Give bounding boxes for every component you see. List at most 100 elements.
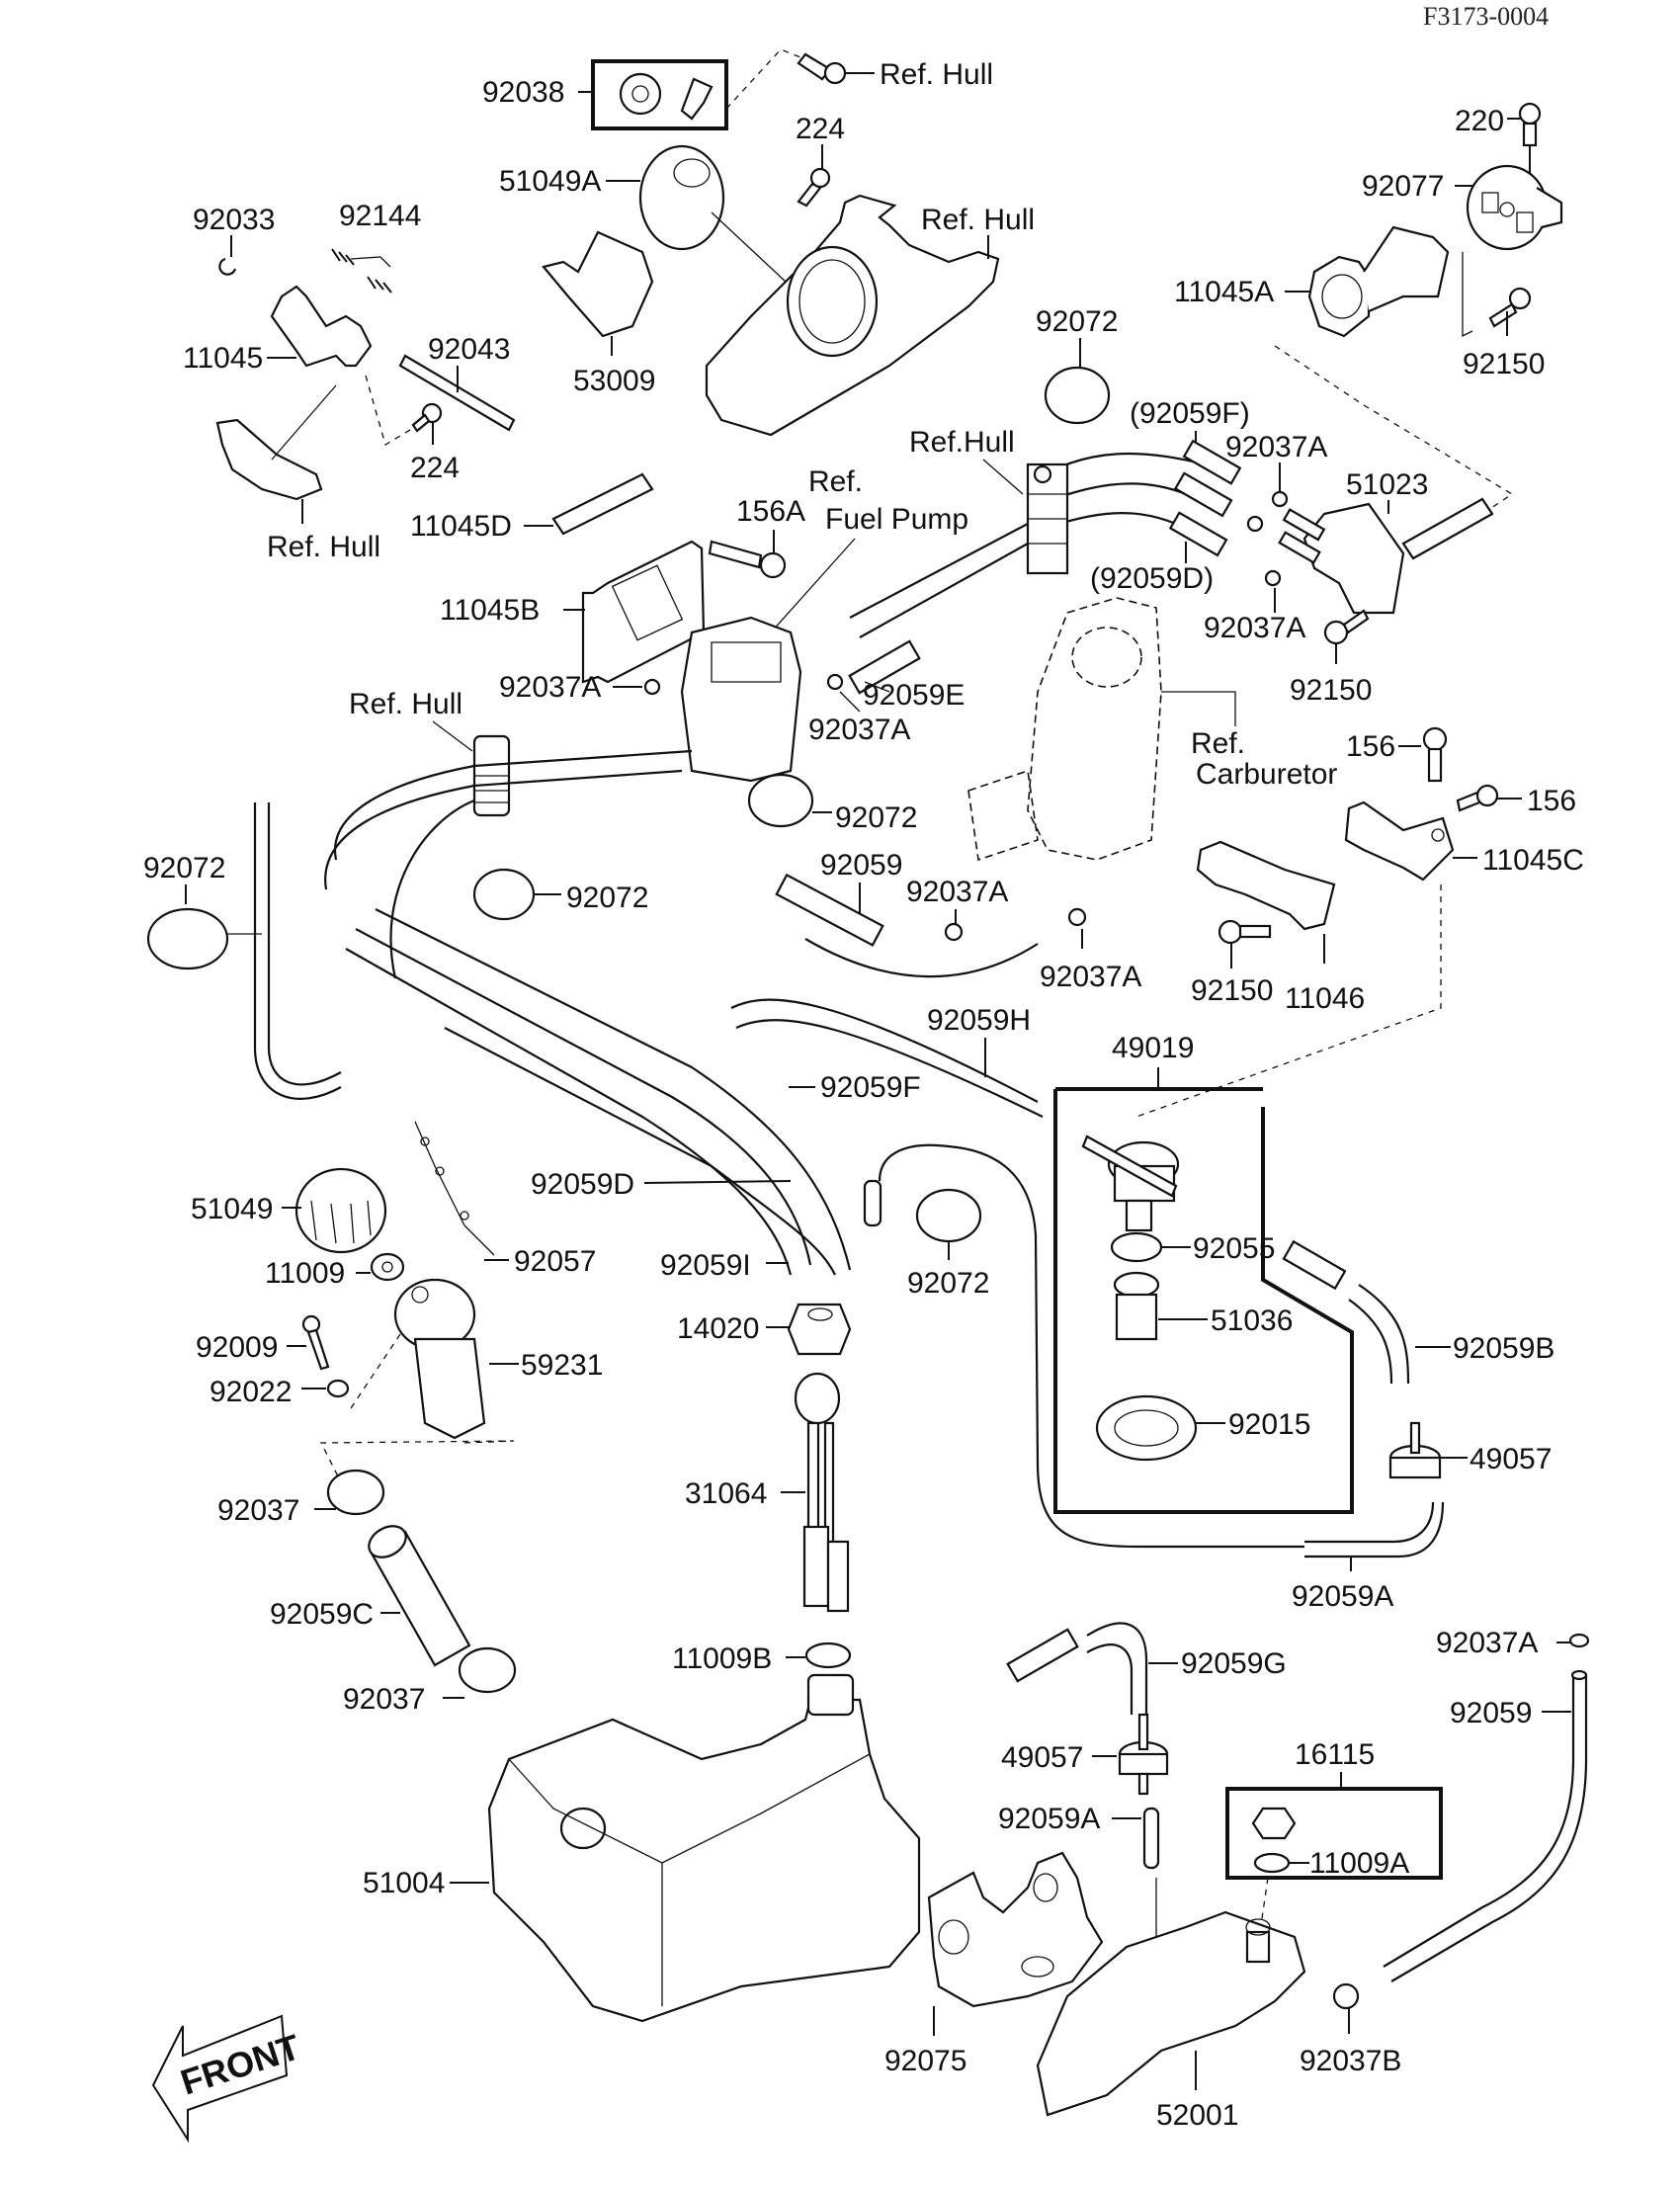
- callout-92037A-a[interactable]: 92037A: [1225, 431, 1327, 463]
- part-92055-seal[interactable]: [1110, 1231, 1163, 1263]
- callout-92075[interactable]: 92075: [884, 2045, 966, 2077]
- callout-51036[interactable]: 51036: [1211, 1305, 1293, 1337]
- callout-92037A-f[interactable]: 92037A: [1040, 961, 1141, 993]
- hose-92059-right[interactable]: [1383, 1675, 1575, 1968]
- callout-92038[interactable]: 92038: [482, 76, 564, 109]
- callout-51049A[interactable]: 51049A: [499, 165, 601, 198]
- hose-92059A-left[interactable]: [1142, 1807, 1160, 1870]
- callout-ref-fuel-pump-2[interactable]: Fuel Pump: [825, 503, 968, 536]
- callout-11046[interactable]: 11046: [1285, 982, 1365, 1015]
- callout-92009[interactable]: 92009: [196, 1331, 278, 1364]
- callout-11045[interactable]: 11045: [183, 342, 263, 375]
- callout-49019[interactable]: 49019: [1112, 1032, 1194, 1064]
- callout-49057-left[interactable]: 49057: [1001, 1741, 1083, 1774]
- callout-92072-lower[interactable]: 92072: [907, 1267, 989, 1300]
- part-92072-pump-clamp[interactable]: [747, 773, 814, 828]
- part-11045C[interactable]: [1344, 800, 1455, 882]
- part-11045-bracket[interactable]: [270, 285, 373, 368]
- callout-92059-right[interactable]: 92059: [1450, 1697, 1532, 1729]
- callout-92037-lower[interactable]: 92037: [343, 1683, 425, 1716]
- callout-51023[interactable]: 51023: [1346, 468, 1428, 501]
- callout-16115[interactable]: 16115: [1295, 1738, 1375, 1771]
- callout-92059A-left[interactable]: 92059A: [998, 1803, 1100, 1835]
- callout-92150-top[interactable]: 92150: [1463, 348, 1545, 380]
- part-92077-plate[interactable]: [1466, 164, 1563, 251]
- callout-92150-low[interactable]: 92150: [1191, 974, 1273, 1007]
- callout-53009[interactable]: 53009: [573, 365, 655, 397]
- callout-92059D-paren[interactable]: (92059D): [1090, 562, 1214, 595]
- callout-ref-hull-left[interactable]: Ref. Hull: [267, 531, 380, 563]
- callout-92144[interactable]: 92144: [339, 200, 421, 232]
- hose-92059E[interactable]: [848, 639, 921, 695]
- callout-92037-upper[interactable]: 92037: [217, 1494, 299, 1527]
- callout-92059D[interactable]: 92059D: [531, 1168, 634, 1201]
- part-11046[interactable]: [1196, 840, 1336, 931]
- callout-92059C[interactable]: 92059C: [270, 1598, 374, 1631]
- callout-11009B[interactable]: 11009B: [672, 1642, 772, 1675]
- part-11009-washer[interactable]: [370, 1252, 405, 1282]
- part-51004-fuel-tank[interactable]: [487, 1673, 921, 2023]
- hose-92059D[interactable]: [355, 928, 812, 1266]
- callout-92150-mid[interactable]: 92150: [1290, 674, 1372, 707]
- callout-ref-hull-clamp[interactable]: Ref.Hull: [909, 426, 1015, 459]
- callout-ref-carb-1[interactable]: Ref.: [1191, 727, 1245, 760]
- part-92057-strap[interactable]: [414, 1121, 495, 1256]
- part-11045D[interactable]: [551, 472, 654, 536]
- part-92037B-clip[interactable]: [1332, 1982, 1360, 2010]
- callout-92072-mid[interactable]: 92072: [566, 882, 648, 914]
- part-92072-upper-clamp[interactable]: [1044, 366, 1111, 425]
- part-49057-right[interactable]: [1388, 1421, 1442, 1479]
- part-92072-left-clamp[interactable]: [146, 907, 229, 970]
- callout-49057-right[interactable]: 49057: [1470, 1443, 1552, 1475]
- callout-156-upper[interactable]: 156: [1346, 730, 1395, 763]
- callout-92037A-c[interactable]: 92037A: [499, 671, 601, 704]
- callout-92072-left[interactable]: 92072: [143, 852, 225, 884]
- part-92038-kit[interactable]: [591, 59, 728, 130]
- part-92015-ring[interactable]: [1095, 1394, 1198, 1462]
- hose-92059C[interactable]: [364, 1520, 471, 1667]
- callout-92022[interactable]: 92022: [210, 1376, 292, 1408]
- callout-ref-hull-cover[interactable]: Ref. Hull: [921, 204, 1035, 236]
- callout-31064[interactable]: 31064: [685, 1477, 767, 1510]
- callout-11045C[interactable]: 11045C: [1482, 844, 1584, 877]
- callout-224-top[interactable]: 224: [796, 113, 845, 145]
- part-92075-bracket[interactable]: [927, 1851, 1104, 2008]
- callout-92077[interactable]: 92077: [1362, 170, 1444, 203]
- callout-ref-fuel-pump-1[interactable]: Ref.: [808, 465, 863, 498]
- part-92043-pin[interactable]: [398, 354, 516, 432]
- part-92037-lower-clamp[interactable]: [458, 1646, 517, 1694]
- hose-92059F[interactable]: [444, 1027, 836, 1276]
- callout-51004[interactable]: 51004: [363, 1867, 445, 1899]
- part-92072-lower-clamp[interactable]: [915, 1188, 982, 1243]
- callout-51049[interactable]: 51049: [191, 1193, 273, 1225]
- callout-92059I[interactable]: 92059I: [660, 1249, 751, 1282]
- callout-ref-hull-top[interactable]: Ref. Hull: [880, 58, 993, 91]
- part-16115-kit[interactable]: [1225, 1787, 1443, 1880]
- part-11009B-gasket[interactable]: [804, 1642, 852, 1669]
- callout-92059H[interactable]: 92059H: [927, 1004, 1031, 1037]
- callout-92059F-paren[interactable]: (92059F): [1130, 397, 1250, 430]
- callout-92057[interactable]: 92057: [514, 1245, 596, 1278]
- callout-156-lower[interactable]: 156: [1527, 785, 1576, 817]
- part-53009[interactable]: [542, 230, 654, 338]
- part-51049A-cap[interactable]: [638, 144, 725, 251]
- callout-14020[interactable]: 14020: [677, 1312, 759, 1345]
- callout-92037B[interactable]: 92037B: [1300, 2045, 1401, 2077]
- callout-92059[interactable]: 92059: [820, 849, 902, 882]
- callout-11045D[interactable]: 11045D: [410, 510, 512, 543]
- part-51023[interactable]: [1278, 497, 1494, 615]
- hose-92059A-right[interactable]: [1304, 1501, 1435, 1544]
- part-11009A-gasket[interactable]: [1253, 1852, 1291, 1874]
- hose-92059I[interactable]: [345, 948, 793, 1276]
- callout-92037A-b[interactable]: 92037A: [1204, 612, 1305, 644]
- callout-92072-pump[interactable]: 92072: [835, 801, 917, 834]
- part-92037-upper-clamp[interactable]: [326, 1469, 385, 1516]
- part-51049-cap[interactable]: [294, 1167, 387, 1254]
- hose-92059G[interactable]: [1006, 1622, 1148, 1715]
- callout-92059A-right[interactable]: 92059A: [1292, 1580, 1393, 1613]
- callout-156A[interactable]: 156A: [736, 495, 805, 528]
- part-49057-left[interactable]: [1118, 1713, 1169, 1796]
- part-92022-washer[interactable]: [326, 1379, 350, 1398]
- part-59231-filler-neck[interactable]: [393, 1278, 486, 1440]
- callout-92059B[interactable]: 92059B: [1453, 1332, 1554, 1365]
